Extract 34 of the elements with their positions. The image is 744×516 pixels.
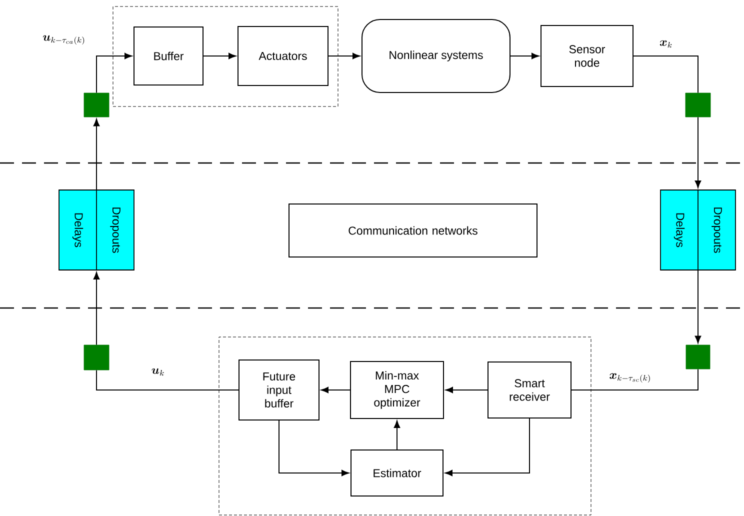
node-marker bbox=[84, 92, 110, 118]
edge-label: $\boldsymbol{x}_{k-\tau_{sc}(k)}$ bbox=[610, 373, 650, 383]
network-effects-box: Delays Dropouts bbox=[58, 189, 134, 271]
arrow bbox=[694, 270, 702, 344]
arrow bbox=[446, 386, 488, 394]
block-box: Buffer bbox=[134, 26, 204, 86]
block-box: Min-max MPC optimizer bbox=[350, 361, 444, 419]
block-box: Communication networks bbox=[288, 204, 538, 258]
node-marker bbox=[686, 344, 710, 370]
arrow bbox=[278, 420, 350, 476]
arrow bbox=[321, 386, 350, 394]
arrow bbox=[93, 118, 100, 190]
plant-box: Nonlinear systems bbox=[362, 19, 510, 93]
arrow bbox=[694, 116, 702, 188]
block-box: Smart receiver bbox=[488, 362, 572, 418]
arrow bbox=[96, 52, 132, 94]
arrow bbox=[93, 272, 100, 346]
arrow bbox=[445, 418, 530, 476]
block-box: Sensor node bbox=[540, 25, 634, 87]
edge-label: $\boldsymbol{u}_k$ bbox=[152, 368, 164, 376]
node-marker bbox=[685, 92, 711, 118]
arrow bbox=[328, 52, 360, 60]
arrow bbox=[510, 52, 539, 60]
edge-label: $\boldsymbol{x}_k$ bbox=[660, 40, 672, 48]
arrow bbox=[394, 420, 400, 450]
dashed-group-box bbox=[218, 336, 592, 516]
arrow bbox=[203, 52, 236, 60]
block-box: Future input buffer bbox=[238, 360, 320, 420]
block-box: Estimator bbox=[350, 450, 444, 496]
network-effects-box: Delays Dropouts bbox=[660, 189, 736, 271]
dashed-group-box bbox=[112, 6, 338, 107]
block-box: Actuators bbox=[238, 26, 328, 86]
edge-label: $\boldsymbol{u}_{k-\tau_{ca}(k)}$ bbox=[42, 35, 84, 45]
node-marker bbox=[84, 344, 110, 370]
